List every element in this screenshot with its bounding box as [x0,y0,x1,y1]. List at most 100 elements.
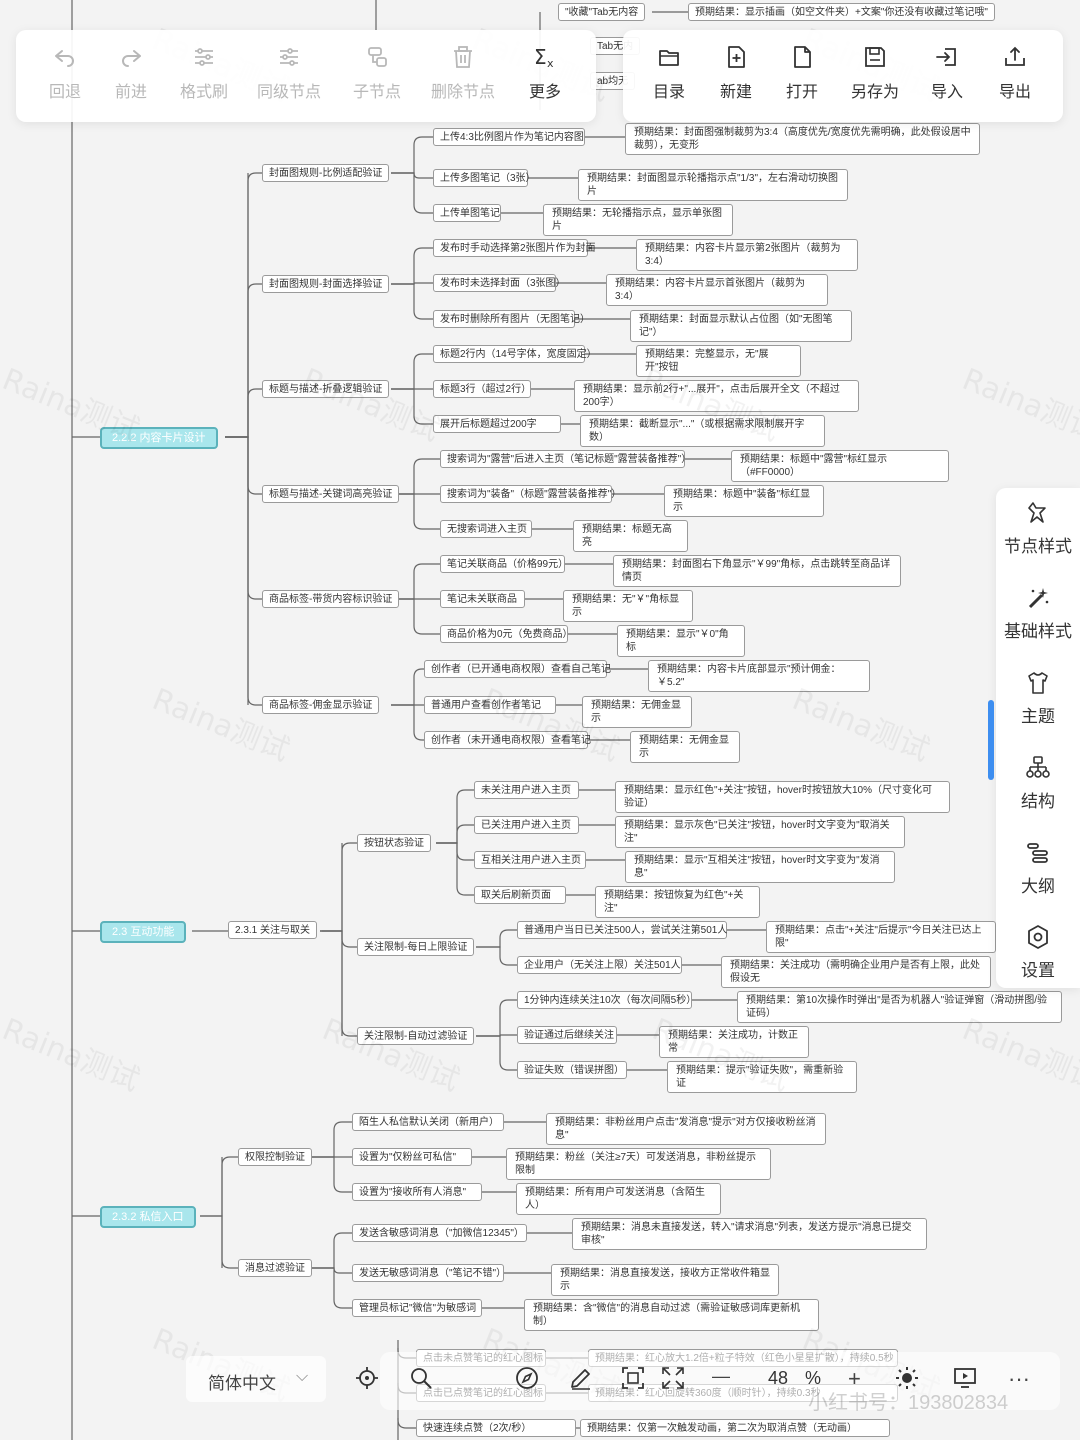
case-node[interactable]: 取关后刷新页面 [474,886,566,904]
result-node[interactable]: 预期结果：标题中"露营"标红显示（#FF0000） [731,450,949,482]
case-node[interactable]: 设置为"仅粉丝可私信" [352,1148,472,1166]
result-node[interactable]: 预期结果：封面图强制裁剪为3:4（高度优先/宽度优先需明确，此处假设居中裁剪），… [625,123,980,155]
present-button[interactable] [952,1365,978,1395]
sidebar-settings-button[interactable]: 设置 [996,924,1080,981]
case-node[interactable]: 企业用户（无关注上限）关注501人 [517,956,682,974]
result-node[interactable]: 预期结果：关注成功（需明确企业用户是否有上限，此处假设无 [721,956,991,988]
group-node[interactable]: 消息过滤验证 [238,1259,312,1277]
sun-button[interactable] [894,1365,920,1395]
result-node[interactable]: 预期结果：显示插画（如空文件夹）+文案"你还没有收藏过笔记哦" [688,3,995,21]
case-node[interactable]: 验证失败（错误拼图） [517,1061,627,1079]
case-node[interactable]: 1分钟内连续关注10次（每次间隔5秒） [517,991,696,1009]
case-node[interactable]: 管理员标记"微信"为敏感词 [352,1299,482,1317]
zoom-value[interactable]: 48 % [768,1368,828,1389]
redo-button[interactable]: 前进 [96,44,166,102]
result-node[interactable]: 预期结果：无"￥"角标显示 [563,590,693,622]
result-node[interactable]: 预期结果：显示"互相关注"按钮，hover时文字变为"发消息" [625,851,895,883]
result-node[interactable]: 预期结果：消息直接发送，接收方正常收件箱显示 [551,1264,779,1296]
case-node[interactable]: 快速连续点赞（2次/秒） [416,1419,576,1437]
result-node[interactable]: 预期结果：显示红色"+关注"按钮，hover时按钮放大10%（尺寸变化可验证） [615,781,950,813]
sibling-node-button[interactable]: 同级节点 [254,44,324,102]
case-node[interactable]: 标题2行内（14号字体，宽度固定） [433,345,597,363]
group-node[interactable]: 关注限制-自动过滤验证 [357,1027,475,1045]
result-node[interactable]: 预期结果：无佣金显示 [582,696,692,728]
save-as-button[interactable]: 另存为 [840,44,910,102]
result-node[interactable]: 预期结果：封面图显示轮播指示点"1/3"，左右滑动切换图片 [578,169,848,201]
compass-button[interactable] [514,1365,540,1395]
undo-button[interactable]: 回退 [30,44,100,102]
result-node[interactable]: 预期结果：所有用户可发送消息（含陌生人） [516,1183,721,1215]
result-node[interactable]: 预期结果：无佣金显示 [630,731,740,763]
new-button[interactable]: 新建 [701,44,771,102]
case-node[interactable]: 验证通过后继续关注 [517,1026,617,1044]
case-node[interactable]: 无搜索词进入主页 [440,520,532,538]
case-node[interactable]: 上传4:3比例图片作为笔记内容图 [433,128,585,146]
export-button[interactable]: 导出 [980,44,1050,102]
case-node[interactable]: 创作者（已开通电商权限）查看自己笔记 [424,660,611,678]
result-node[interactable]: 预期结果：完整显示，无"展开"按钮 [636,345,801,377]
sidebar-base-style-button[interactable]: 基础样式 [996,585,1080,642]
group-node[interactable]: 标题与描述-折叠逻辑验证 [262,380,390,398]
case-node[interactable]: 搜索词为"装备"（标题"露营装备推荐"） [440,485,621,503]
result-node[interactable]: 预期结果：粉丝（关注≥7天）可发送消息，非粉丝提示限制 [506,1148,771,1180]
case-node[interactable]: 发布时手动选择第2张图片作为封面 [433,239,596,257]
case-node[interactable]: 发送含敏感词消息（"加微信12345"） [352,1224,527,1242]
fit-screen-button[interactable] [620,1365,646,1395]
subsection-node[interactable]: 2.3.1 关注与取关 [228,921,318,939]
result-node[interactable]: 预期结果：第10次操作时弹出"是否为机器人"验证弹窗（滑动拼图/验证码） [737,991,1062,1023]
group-node[interactable]: 关注限制-每日上限验证 [357,938,475,956]
result-node[interactable]: 预期结果：内容卡片显示第2张图片（裁剪为3:4） [636,239,858,271]
sidebar-node-style-button[interactable]: 节点样式 [996,500,1080,557]
group-node[interactable]: 封面图规则-封面选择验证 [262,275,390,293]
group-node[interactable]: 权限控制验证 [238,1148,312,1166]
case-node[interactable]: 陌生人私信默认关闭（新用户） [352,1113,504,1131]
case-node[interactable]: 上传多图笔记（3张） [433,169,536,187]
case-node[interactable]: 笔记未关联商品 [440,590,525,608]
case-node[interactable]: 创作者（未开通电商权限）查看笔记 [424,731,591,749]
case-node[interactable]: "收藏"Tab无内容 [558,3,646,21]
format-brush-button[interactable]: 格式刷 [168,44,240,102]
fullscreen-button[interactable] [660,1365,686,1395]
result-node[interactable]: 预期结果：无轮播指示点，显示单张图片 [543,204,733,236]
section-node-2-2-2[interactable]: 2.2.2 内容卡片设计 [100,427,218,449]
group-node[interactable]: 按钮状态验证 [357,834,431,852]
case-node[interactable]: 普通用户查看创作者笔记 [424,696,556,714]
case-node[interactable]: 上传单图笔记 [433,204,501,222]
case-node[interactable]: 展开后标题超过200字 [433,415,561,433]
zoom-in-button[interactable]: + [848,1366,861,1391]
case-node[interactable]: 笔记关联商品（价格99元） [440,555,568,573]
case-node[interactable]: 发送无敏感词消息（"笔记不错"） [352,1264,506,1282]
result-node[interactable]: 预期结果：显示前2行+"...展开"，点击后展开全文（不超过200字） [574,380,859,412]
section-node-2-3[interactable]: 2.3 互动功能 [100,921,187,943]
group-node[interactable]: 封面图规则-比例适配验证 [262,164,390,182]
case-node[interactable]: 互相关注用户进入主页 [474,851,586,869]
result-node[interactable]: 预期结果：标题中"装备"标红显示 [664,485,824,517]
zoom-out-button[interactable]: — [712,1366,730,1386]
result-node[interactable]: 预期结果：消息未直接发送，转入"请求消息"列表，发送方提示"消息已提交审核" [572,1218,927,1250]
group-node[interactable]: 标题与描述-关键词高亮验证 [262,485,400,503]
result-node[interactable]: 预期结果：内容卡片底部显示"预计佣金：￥5.2" [648,660,870,692]
case-node[interactable]: 已关注用户进入主页 [474,816,579,834]
sidebar-outline-button[interactable]: 大纲 [996,840,1080,897]
case-node[interactable]: 商品价格为0元（免费商品） [440,625,573,643]
case-node[interactable]: 标题3行（超过2行） [433,380,531,398]
case-node[interactable]: 搜索词为"露营"后进入主页（笔记标题"露营装备推荐"） [440,450,691,468]
result-node[interactable]: 预期结果：显示"￥0"角标 [617,625,745,657]
result-node[interactable]: 预期结果：点击"+关注"后提示"今日关注已达上限" [766,921,996,953]
result-node[interactable]: 预期结果：关注成功，计数正常 [659,1026,809,1058]
search-button[interactable] [408,1365,434,1395]
result-node[interactable]: 预期结果：截断显示"..."（或根据需求限制展开字数） [580,415,825,447]
result-node[interactable]: 预期结果：按钮恢复为红色"+关注" [595,886,760,918]
sidebar-theme-button[interactable]: 主题 [996,670,1080,727]
result-node[interactable]: 预期结果：非粉丝用户点击"发消息"提示"对方仅接收粉丝消息" [546,1113,826,1145]
more-button[interactable]: ··· [1008,1366,1030,1391]
delete-node-button[interactable]: 删除节点 [428,44,498,102]
group-node[interactable]: 商品标签-佣金显示验证 [262,696,380,714]
group-node[interactable]: 商品标签-带货内容标识验证 [262,590,400,608]
section-node-2-3-2[interactable]: 2.3.2 私信入口 [100,1206,196,1228]
edit-button[interactable] [568,1365,594,1395]
sidebar-structure-button[interactable]: 结构 [996,755,1080,812]
result-node[interactable]: 预期结果：仅第一次触发动画，第二次为取消点赞（无动画） [580,1419,890,1437]
